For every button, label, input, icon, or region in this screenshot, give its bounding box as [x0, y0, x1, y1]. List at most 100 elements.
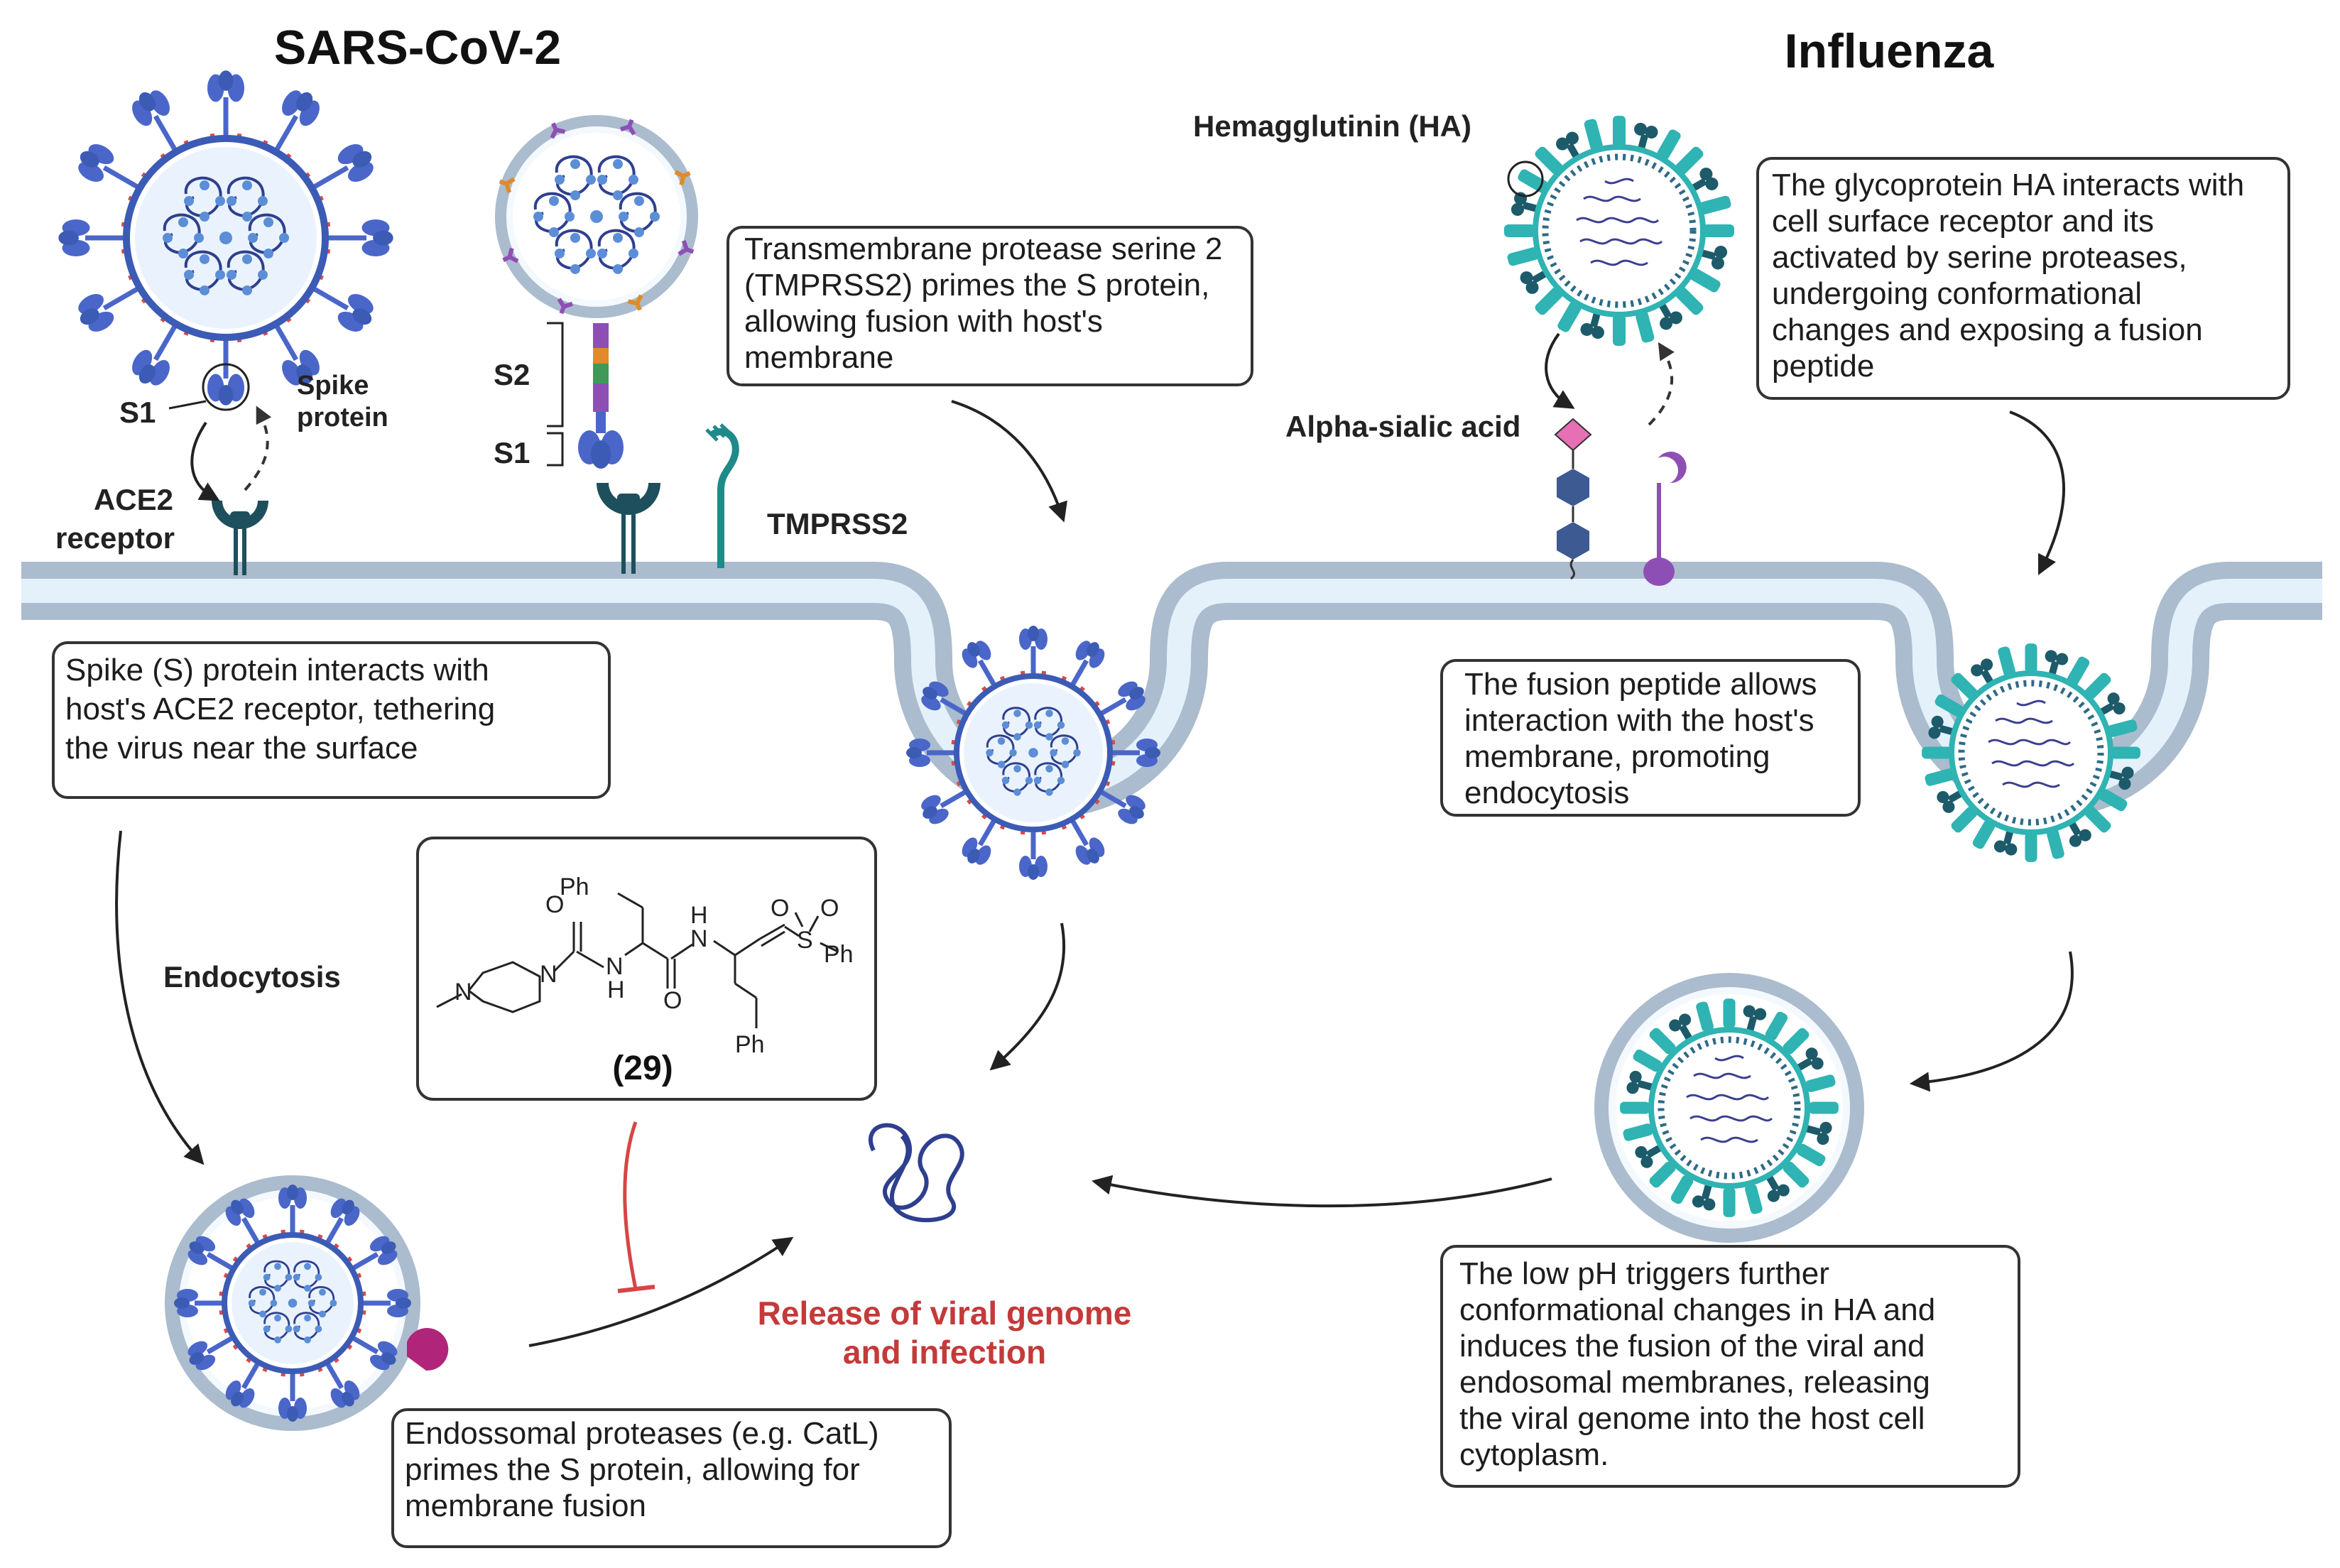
- rna-loop: [263, 1260, 293, 1292]
- spike: [187, 1334, 235, 1371]
- spike: [273, 90, 320, 153]
- spike: [906, 739, 957, 767]
- o-amide-1: O: [545, 891, 564, 918]
- ha-box-arrow: [2009, 410, 2066, 576]
- compound-structure: [436, 892, 839, 1028]
- sars-endosome: [165, 1175, 420, 1431]
- ha-spike: [2025, 643, 2037, 673]
- spike-ring: [58, 70, 393, 405]
- endosomal-protease-box: Endossomal proteases (e.g. CatL)primes t…: [391, 1408, 952, 1548]
- ha-spike: [1723, 998, 1736, 1028]
- ha-spike: [2045, 650, 2069, 677]
- viral-rna-coils: [248, 1260, 337, 1344]
- release-label-1: Release of viral genome: [758, 1295, 1132, 1332]
- ha-spike: [1635, 1144, 1663, 1168]
- rna-loop: [293, 1260, 322, 1292]
- ha-spike: [1699, 195, 1731, 214]
- ha-spike: [2106, 766, 2134, 790]
- box-line: the viral genome into the host cell: [1459, 1401, 1925, 1436]
- rna-loop: [555, 155, 596, 201]
- rna-strand: [1689, 1115, 1773, 1122]
- rna-strand: [2016, 699, 2046, 707]
- flu-virion-endocytosed: [1922, 643, 2140, 862]
- ha-spike: [2084, 673, 2111, 699]
- flu-endosome: [1594, 973, 1864, 1243]
- rna-loop: [597, 155, 638, 201]
- spike: [278, 1371, 307, 1422]
- box-line: peptide: [1772, 349, 1874, 383]
- ha-spike: [2067, 656, 2090, 685]
- membrane-protein: [502, 247, 519, 263]
- rna-loop: [308, 1286, 337, 1318]
- rna-loop: [163, 213, 204, 258]
- box-line: Spike (S) protein interacts with: [65, 653, 489, 687]
- ace2-receptor-mid: [597, 483, 660, 574]
- box-line: membrane fusion: [405, 1488, 646, 1523]
- rna-loop: [263, 1312, 293, 1344]
- ha-spike: [1765, 1011, 1788, 1040]
- spike: [325, 219, 393, 256]
- box-line: cell surface receptor and its: [1772, 204, 2154, 239]
- rna-strand: [1714, 1055, 1744, 1062]
- box-line: The glycoprotein HA interacts with: [1772, 168, 2244, 202]
- ha-dashed-arrow: [1648, 342, 1675, 426]
- viral-rna-coils: [986, 707, 1081, 796]
- rna-loop: [597, 229, 638, 274]
- ha-spike: [1998, 646, 2015, 677]
- rna-loop: [227, 250, 268, 295]
- ha-spike: [1922, 746, 1952, 759]
- spike-detail: [578, 323, 624, 469]
- ha-spike: [1504, 224, 1535, 237]
- ha-spike: [1620, 1101, 1650, 1114]
- rna-loop: [555, 229, 596, 274]
- ha-spike: [1805, 1121, 1832, 1145]
- s-atom: S: [797, 927, 813, 954]
- ha-spike: [1696, 1001, 1714, 1032]
- rna-strand: [1995, 717, 2053, 724]
- box-line: activated by serine proteases,: [1772, 240, 2187, 275]
- ha-spike: [1743, 1005, 1767, 1033]
- spike-highlight-circle: [202, 363, 250, 411]
- ha-spike: [1649, 1161, 1676, 1188]
- rna-loop: [1001, 762, 1033, 796]
- ha-spike: [1809, 1101, 1839, 1114]
- ha-binding-arrow: [1545, 332, 1575, 409]
- flu-rna: [1988, 699, 2075, 788]
- ha-spike: [2111, 746, 2140, 759]
- rna-strand: [1700, 1136, 1758, 1143]
- spike: [58, 219, 126, 256]
- ha-spike-ring: [1620, 998, 1839, 1217]
- ha-spike: [1535, 287, 1563, 315]
- ha-spike: [1613, 116, 1626, 147]
- spike: [278, 1185, 307, 1235]
- ha-spike: [1649, 1028, 1676, 1055]
- flu-rna: [1576, 178, 1663, 266]
- spike-ring: [174, 1185, 411, 1422]
- spike: [174, 1289, 224, 1317]
- s1-label-left: S1: [119, 396, 156, 429]
- spike: [187, 1236, 235, 1272]
- flu-endosome-arrow: [1909, 951, 2074, 1092]
- n-piperazine-1: N: [540, 961, 557, 988]
- rna-strand: [1604, 178, 1634, 185]
- ha-spike: [2084, 806, 2111, 833]
- rna-loop: [293, 1312, 322, 1344]
- membrane-protein: [677, 240, 695, 256]
- ha-spike: [1765, 1175, 1790, 1202]
- tmprss2-arrow: [951, 400, 1067, 523]
- cathepsin-l-protease: [407, 1328, 449, 1371]
- ha-spike: [1783, 1161, 1810, 1188]
- alpha-sialic-label: Alpha-sialic acid: [1285, 410, 1520, 443]
- rna-loop: [184, 250, 225, 295]
- rna-loop: [533, 192, 575, 237]
- box-line: interaction with the host's: [1464, 703, 1814, 738]
- ha-spike: [1993, 828, 2018, 856]
- box-line: cytoplasm.: [1459, 1437, 1609, 1472]
- ha-spike: [1951, 806, 1978, 833]
- ha-spike: [1580, 310, 1604, 339]
- ha-spike: [1934, 694, 1964, 717]
